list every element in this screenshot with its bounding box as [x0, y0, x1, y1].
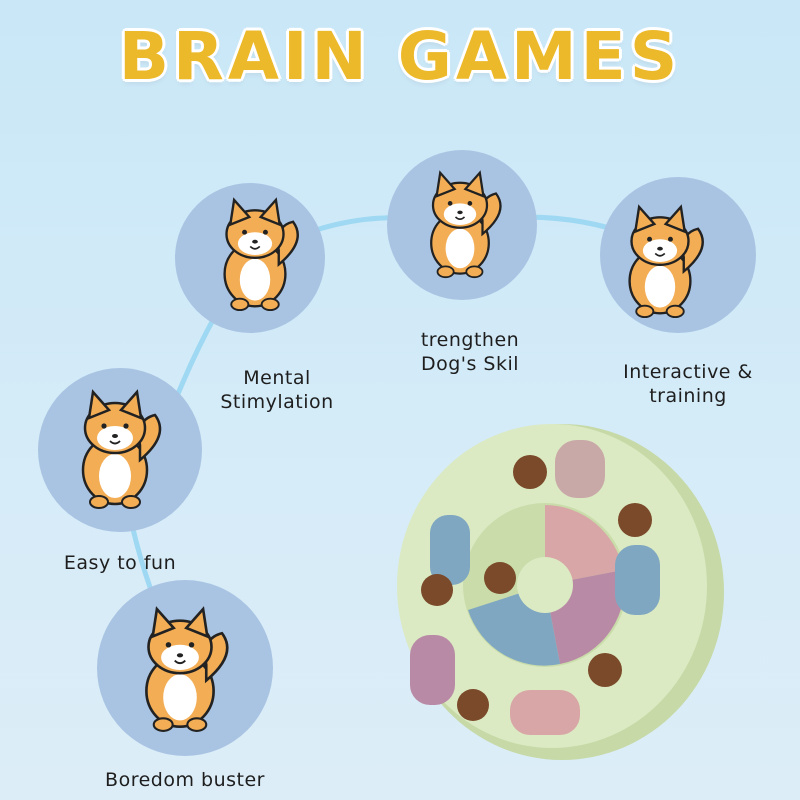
feature-circle-boredom	[97, 580, 273, 756]
feature-circle-mental	[175, 183, 325, 333]
page-title: BRAIN GAMES	[118, 18, 682, 95]
feature-label-boredom: Boredom buster	[105, 769, 265, 791]
connector-line	[157, 214, 682, 441]
puzzle-feeder	[397, 424, 724, 760]
feature-circle-interactive	[600, 177, 756, 333]
feature-circle-strengthen	[387, 150, 537, 300]
feature-label-easy: Easy to fun	[63, 552, 177, 574]
feature-label-interactive: Interactive &training	[623, 361, 753, 407]
feature-circle-easy	[38, 368, 202, 532]
